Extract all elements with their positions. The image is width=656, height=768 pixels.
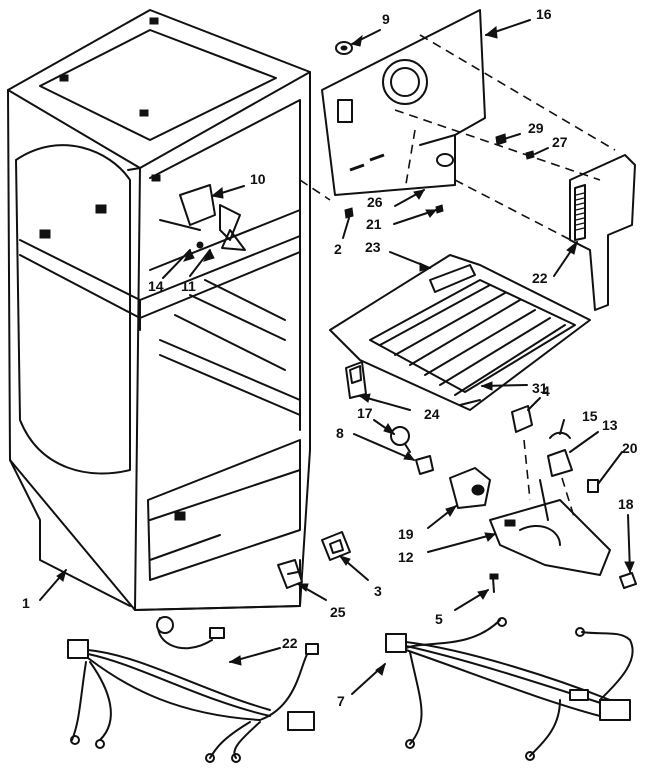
part-26 xyxy=(345,361,367,399)
screws xyxy=(344,133,535,219)
callout-9: 9 xyxy=(382,11,390,27)
air-baffle xyxy=(569,154,636,311)
callout-3: 3 xyxy=(374,583,382,599)
assembly-lines xyxy=(299,34,616,521)
callout-17: 17 xyxy=(357,405,373,421)
arrowheads xyxy=(56,26,635,676)
light-bulb-socket xyxy=(390,426,434,475)
callout-18: 19 xyxy=(398,526,414,542)
freezer-shelf xyxy=(329,254,591,411)
wire-harness-21 xyxy=(67,616,319,763)
evaporator-fan-assembly xyxy=(159,184,246,251)
callout-29: 27 xyxy=(552,134,568,150)
thermostat-parts xyxy=(511,405,637,589)
callout-8: 8 xyxy=(336,425,344,441)
callout-30: 29 xyxy=(528,120,544,136)
callout-23: 22 xyxy=(532,270,548,286)
callout-4: 4 xyxy=(542,383,550,399)
callout-20: 21 xyxy=(366,216,382,232)
callout-21: 22 xyxy=(282,635,298,651)
callout-19: 18 xyxy=(618,496,634,512)
part-3 xyxy=(321,531,351,561)
callout-13: 13 xyxy=(602,417,618,433)
callout-10: 10 xyxy=(250,171,266,187)
callout-25: 23 xyxy=(365,239,381,255)
cabinet-liner xyxy=(7,9,311,611)
callout-11: 11 xyxy=(181,278,196,294)
callout-7: 7 xyxy=(337,693,345,709)
callout-24: 25 xyxy=(330,604,346,620)
callout-16: 16 xyxy=(536,6,552,22)
control-housing xyxy=(489,479,611,576)
part-18 xyxy=(449,467,491,509)
screw-5 xyxy=(489,573,499,593)
callout-1: 1 xyxy=(22,595,30,611)
part-24 xyxy=(277,559,303,589)
callout-31: 31 xyxy=(532,380,548,396)
rear-panel xyxy=(321,9,486,196)
wire-harness-7 xyxy=(385,617,634,761)
screw-9 xyxy=(335,41,353,55)
callout-22: 20 xyxy=(622,440,638,456)
callout-26: 24 xyxy=(424,406,440,422)
callout-2: 2 xyxy=(334,241,342,257)
callout-5: 5 xyxy=(435,611,443,627)
callout-27: 26 xyxy=(367,194,383,210)
callout-12: 12 xyxy=(398,549,414,565)
callout-14: 14 xyxy=(148,278,164,294)
callout-15: 15 xyxy=(582,408,598,424)
